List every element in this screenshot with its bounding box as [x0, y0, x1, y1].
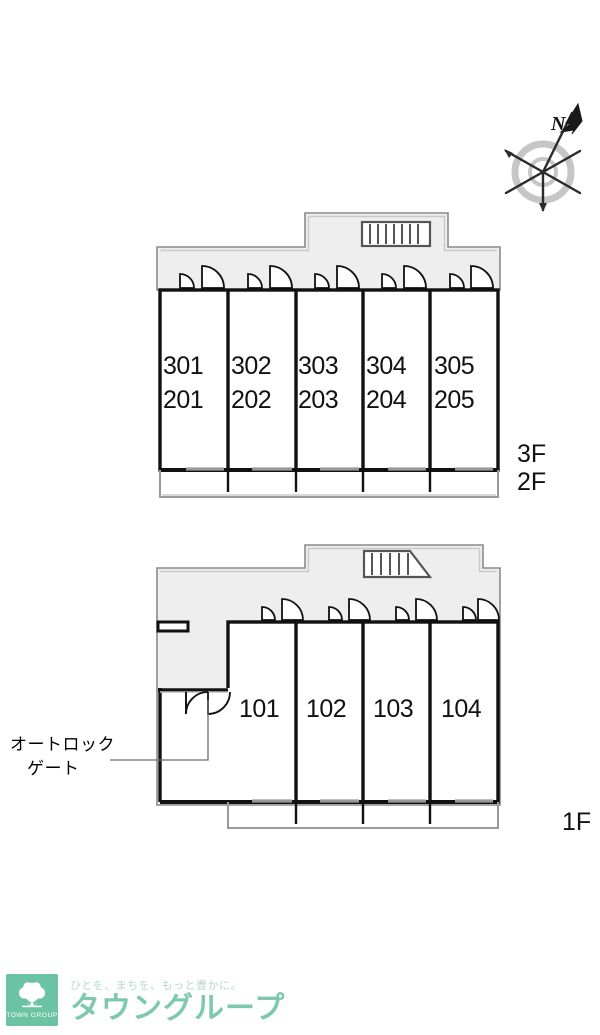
upper-stairs-icon — [360, 220, 432, 248]
floor-label-2f: 2F — [517, 468, 547, 496]
auto-lock-gate-label-line1: オートロック — [10, 735, 115, 755]
room-number-303: 303 — [298, 352, 339, 380]
auto-lock-gate — [110, 688, 231, 802]
lower-building-inner-line — [160, 547, 497, 573]
lower-entry-doors — [261, 598, 500, 621]
upper-building-inner-line — [160, 215, 497, 252]
room-number-102: 102 — [306, 695, 347, 723]
room-number-202: 202 — [231, 386, 272, 414]
lower-unit-dividers — [294, 622, 432, 802]
room-number-301: 301 — [163, 352, 204, 380]
room-number-203: 203 — [298, 386, 339, 414]
lower-stairs-icon — [362, 549, 433, 579]
room-number-201: 201 — [163, 386, 204, 414]
room-number-204: 204 — [366, 386, 407, 414]
lower-balcony-rail — [160, 799, 498, 804]
lower-balcony-slab — [227, 802, 499, 829]
upper-floor-plan — [156, 212, 501, 498]
floor-label-3f: 3F — [517, 440, 547, 468]
logo-brand-name: タウングループ — [70, 990, 286, 1026]
room-number-302: 302 — [231, 352, 272, 380]
upper-unit-dividers — [226, 290, 432, 470]
town-group-logo-mark: TOWN GROUP — [6, 974, 58, 1026]
tree-icon — [18, 982, 46, 1008]
room-number-103: 103 — [373, 695, 414, 723]
logo-mark-text: TOWN GROUP — [6, 1012, 58, 1019]
logo-tagline: ひとを、まちを、もっと豊かに。 — [70, 978, 243, 992]
upper-balcony-slab — [159, 470, 499, 498]
logo-wordmark: ひとを、まちを、もっと豊かに。 タウングループ — [70, 977, 285, 1024]
upper-balcony-rail — [160, 467, 498, 472]
lower-wall-stub — [156, 620, 190, 633]
auto-lock-gate-label-line2: ゲート — [27, 759, 80, 779]
room-number-304: 304 — [366, 352, 407, 380]
room-number-101: 101 — [239, 695, 280, 723]
room-number-104: 104 — [441, 695, 482, 723]
room-number-205: 205 — [434, 386, 475, 414]
compass-rose-icon — [504, 102, 583, 212]
compass-north-label: N — [551, 113, 566, 135]
lower-floor-plan — [110, 544, 501, 829]
floor-label-1f: 1F — [562, 808, 592, 836]
room-number-305: 305 — [434, 352, 475, 380]
footer-logo: TOWN GROUP ひとを、まちを、もっと豊かに。 タウングループ — [0, 965, 600, 1035]
upper-entry-doors — [179, 265, 494, 289]
upper-units-block — [158, 288, 500, 472]
